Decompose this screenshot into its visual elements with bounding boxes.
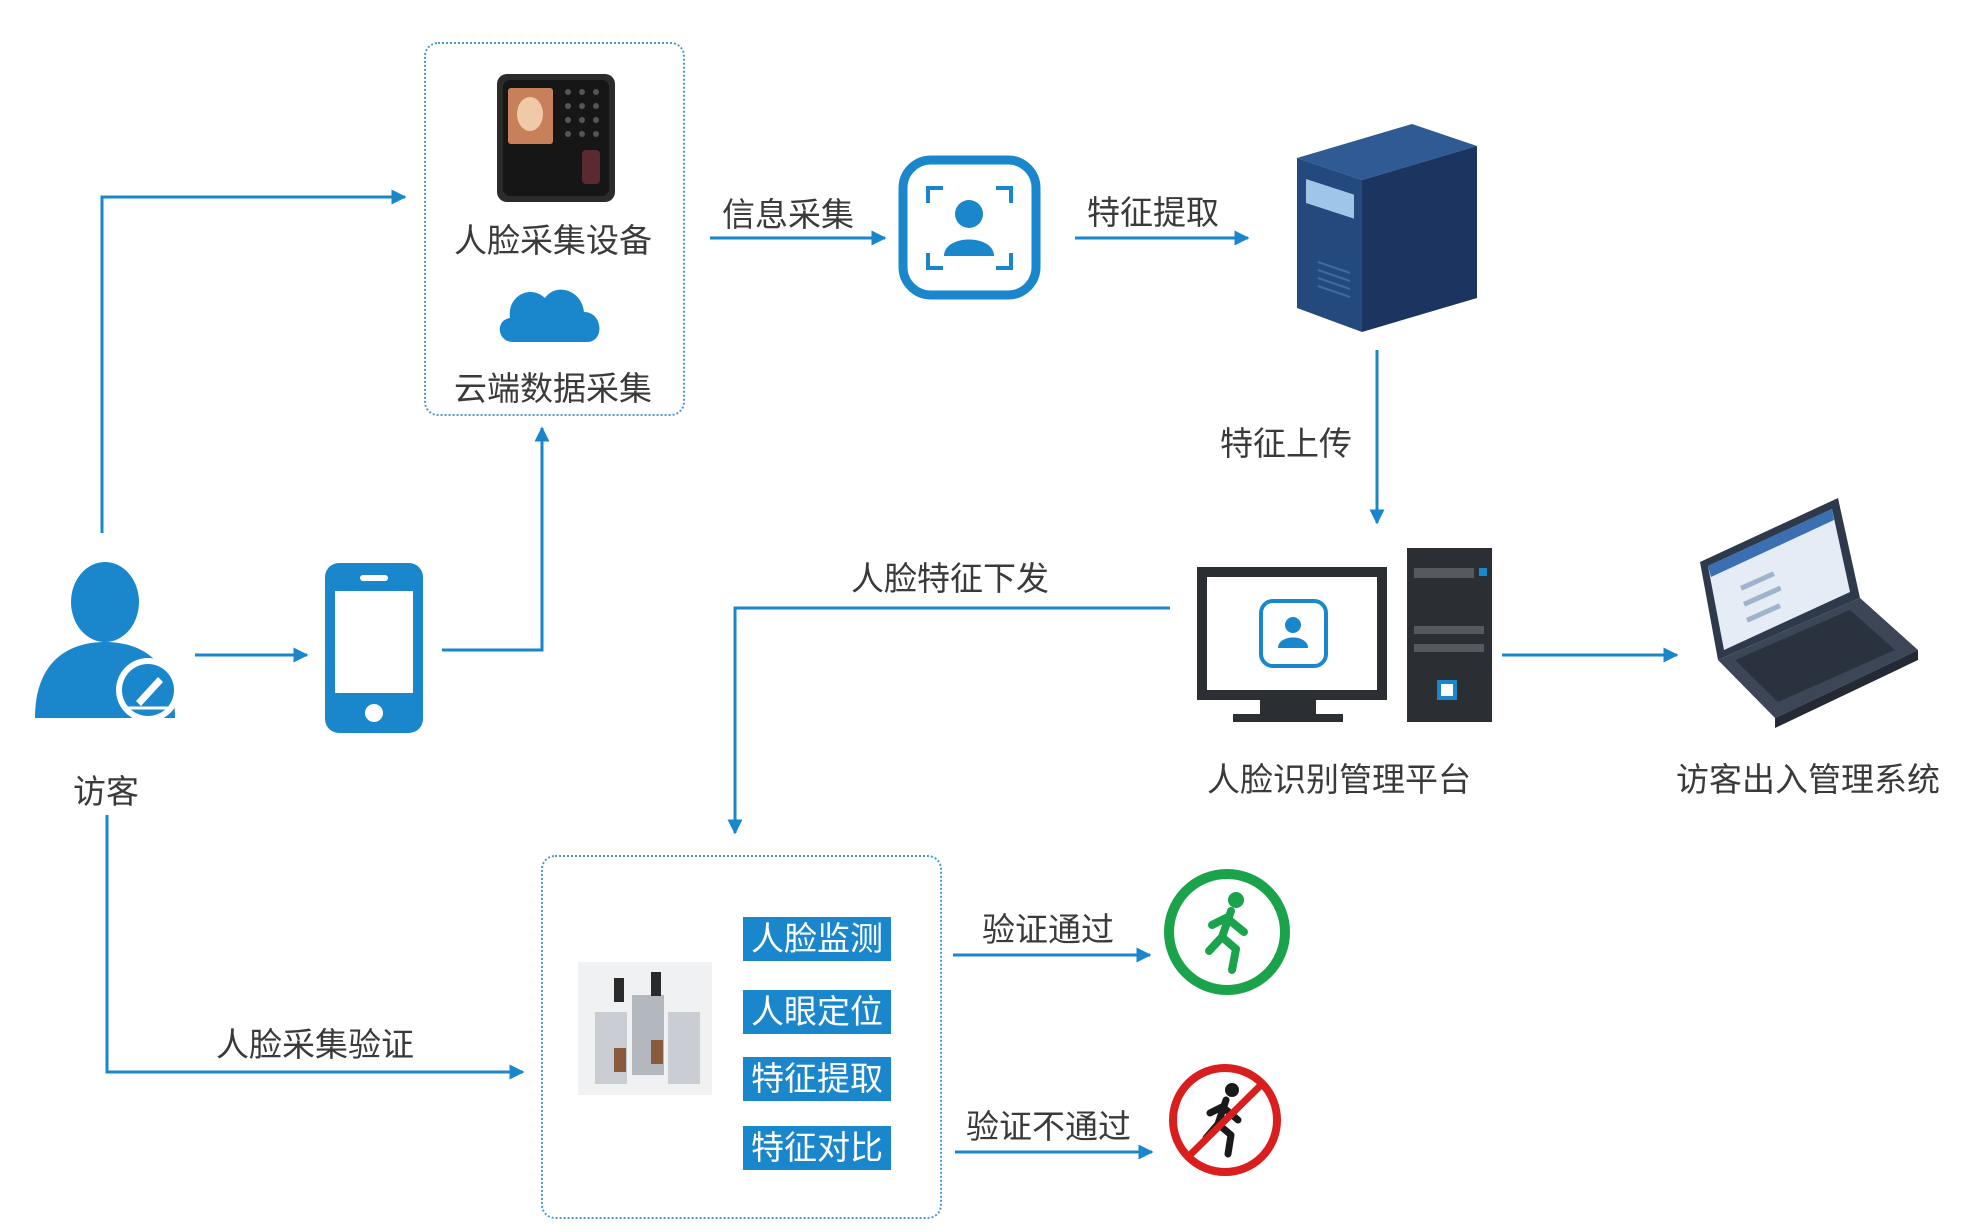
edge-label-verify-fail: 验证不通过 [966,1107,1131,1146]
cloud-icon [499,289,600,342]
phone-icon [325,563,423,733]
face-scan-icon [898,155,1041,300]
edge-label-collect-verify: 人脸采集验证 [216,1025,414,1064]
step-tag-eye-locate: 人眼定位 [743,990,891,1034]
node-label-collection-device: 人脸采集设备 [454,221,652,260]
platform-workstation-icon [1197,548,1492,722]
node-label-visitor: 访客 [73,772,139,811]
edge-label-verify-pass: 验证通过 [982,910,1114,949]
laptop-icon [1700,498,1918,728]
arrow-collect-verify [105,815,525,1080]
server-icon [1297,124,1477,332]
fail-sign-icon [1169,1064,1281,1176]
gate-turnstile-icon [578,962,712,1095]
edge-label-info-collect: 信息采集 [722,195,854,234]
edge-label-feature-extract: 特征提取 [1087,193,1219,232]
visitor-icon [35,562,180,722]
step-tag-feature-extract: 特征提取 [743,1057,891,1101]
edge-label-feature-upload: 特征上传 [1220,424,1352,463]
collection-group-box [424,42,685,416]
step-tag-feature-compare: 特征对比 [743,1126,891,1170]
arrow-phone-to-cloud [442,426,550,652]
step-tag-face-detect: 人脸监测 [743,917,891,961]
node-label-visitor-system: 访客出入管理系统 [1676,760,1940,799]
arrow-visitor-to-device [100,189,407,533]
edge-label-feature-distribute: 人脸特征下发 [851,559,1049,598]
face-terminal-icon [497,74,615,202]
arrow-feature-distribute [727,606,1170,835]
verification-group-box [541,855,942,1219]
node-label-cloud-collection: 云端数据采集 [454,369,652,408]
pass-sign-icon [1164,869,1290,995]
node-label-platform: 人脸识别管理平台 [1207,760,1471,799]
